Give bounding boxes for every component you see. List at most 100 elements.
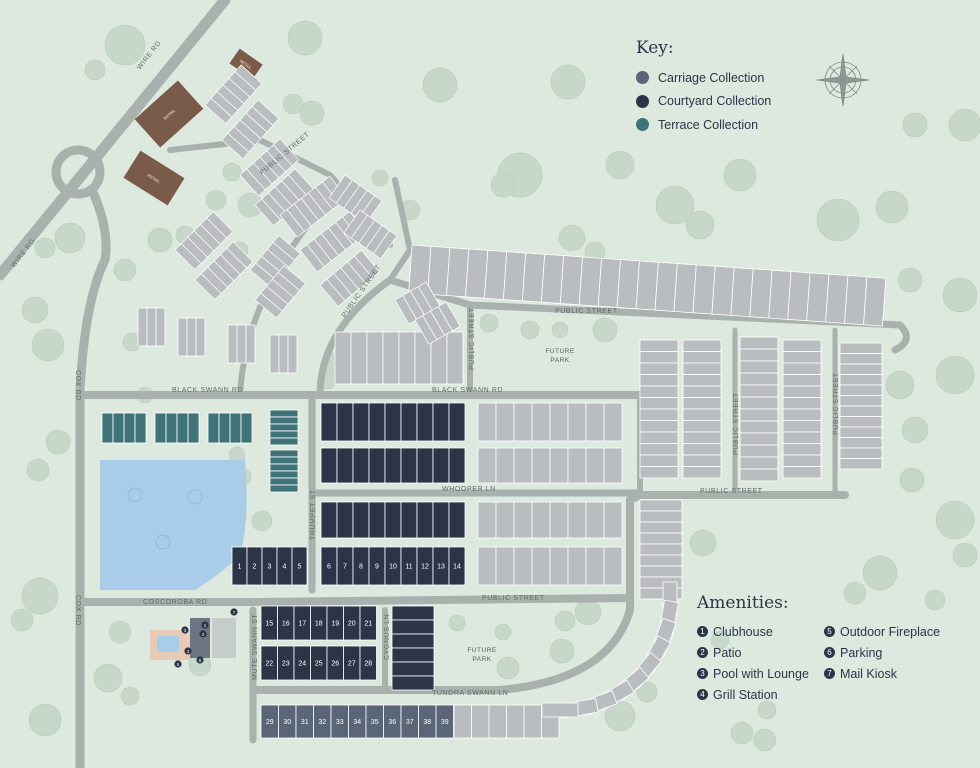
tree-icon [496, 656, 520, 680]
parking-lot [212, 618, 236, 658]
lot-number: 12 [421, 564, 429, 571]
lot-number: 23 [282, 661, 290, 668]
lot [477, 546, 497, 586]
lot [739, 348, 779, 362]
lot-cluster [204, 64, 263, 125]
lot-number: 11 [405, 564, 412, 571]
tree-icon [550, 64, 586, 100]
amenity-number-badge: 7 [824, 668, 835, 679]
street-label-public-street: PUBLIC STREET [833, 372, 840, 435]
lot [353, 249, 380, 279]
tree-icon [21, 577, 59, 615]
future-park-label: FUTURE [467, 647, 497, 654]
future-park-label: FUTURE [545, 348, 575, 355]
lot [639, 554, 683, 567]
lot [269, 463, 299, 472]
lot [320, 447, 338, 484]
street-label-tundra-swann-ln: TUNDRA SWANN LN [432, 690, 508, 697]
lot [682, 443, 722, 456]
tree-icon [104, 24, 146, 66]
lot [782, 408, 822, 421]
lot-curve [541, 581, 679, 719]
lot-cluster [279, 175, 348, 238]
lot [336, 501, 354, 539]
lot-number: 27 [348, 661, 356, 668]
lot [269, 449, 299, 458]
amenities-title: Amenities: [697, 593, 789, 613]
lot [739, 360, 779, 374]
street-label-whooper-ln: WHOOPER LN [442, 486, 496, 493]
lot [495, 546, 515, 586]
lot [639, 408, 679, 421]
lot [739, 468, 779, 482]
tree-icon [730, 721, 754, 745]
tree-icon [108, 620, 132, 644]
lot [398, 331, 416, 385]
lot [844, 275, 868, 326]
lot [682, 351, 722, 364]
lot [336, 402, 354, 442]
amenity-number-badge: 4 [697, 689, 708, 700]
lot-number: 14 [453, 564, 461, 571]
lot [585, 402, 605, 442]
amenity-label: Parking [840, 645, 883, 660]
amenity-number-badge: 6 [824, 647, 835, 658]
tree-icon [549, 638, 575, 664]
lot-number: 18 [315, 621, 323, 628]
lot [134, 412, 147, 444]
lot-number: 9 [375, 564, 379, 571]
lot [521, 252, 546, 303]
street-label-cox-rd: COX RD [74, 370, 81, 401]
amenity-number-badge: 3 [697, 668, 708, 679]
lot [269, 470, 299, 479]
lot [477, 447, 497, 484]
lot [787, 271, 811, 322]
lot [682, 408, 722, 421]
lot [603, 501, 623, 539]
lot-number: 4 [283, 564, 287, 571]
lot-number: 32 [318, 719, 326, 726]
lot [384, 447, 402, 484]
tree-icon [875, 190, 909, 224]
amenity-marker-number: 3 [184, 628, 187, 633]
tree-icon [710, 630, 730, 650]
lot [839, 405, 883, 417]
lot [277, 265, 306, 291]
amenity-marker-icon [181, 626, 189, 634]
lot-number: 34 [353, 719, 361, 726]
amenity-label: Grill Station [713, 687, 778, 702]
lot-number: 35 [371, 719, 379, 726]
lot [269, 416, 299, 425]
lot [269, 423, 299, 432]
lot [207, 412, 220, 444]
lot [269, 456, 299, 465]
lot [682, 374, 722, 387]
lot [585, 501, 605, 539]
north-street [387, 177, 413, 283]
lot-number: 20 [348, 621, 356, 628]
lot-number: 21 [364, 621, 372, 628]
tree-icon [147, 227, 173, 253]
lot [272, 138, 300, 167]
lot [391, 647, 435, 663]
fountain-icon [155, 534, 171, 550]
tree-icon [935, 355, 975, 395]
fountain-icon [187, 489, 203, 505]
tree-icon [490, 172, 516, 198]
lot-number: 1 [238, 564, 242, 571]
tree-icon [843, 581, 867, 605]
street-label-trumpet-st: TRUMPET ST [310, 489, 317, 540]
tree-icon [885, 370, 915, 400]
lot [739, 336, 779, 350]
lot-number: 38 [423, 719, 431, 726]
lot-number: 16 [282, 621, 290, 628]
amenity-label: Clubhouse [713, 624, 773, 639]
lot [839, 374, 883, 386]
lot [782, 454, 822, 467]
lot-number: 6 [327, 564, 331, 571]
tree-icon [251, 510, 273, 532]
street-label-public-street: PUBLIC STREET [555, 308, 618, 315]
